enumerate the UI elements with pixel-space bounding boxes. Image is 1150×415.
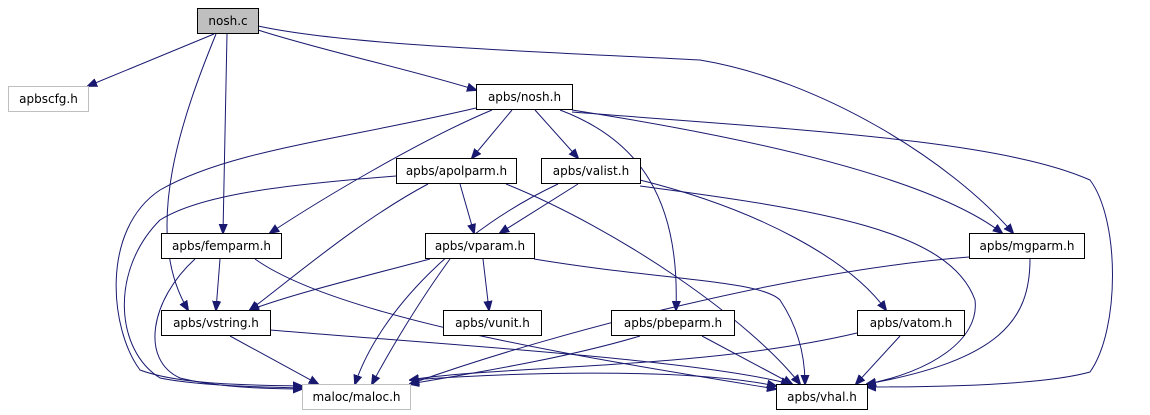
edge-vparam-to-maloc xyxy=(372,258,451,384)
node-label: apbs/vstring.h xyxy=(173,316,259,330)
edge-nosh_c-to-vstring xyxy=(166,33,217,310)
edge-nosh_h-to-femparm xyxy=(270,109,493,233)
edge-vstring-to-maloc xyxy=(229,335,318,384)
edge-valist-to-vatom xyxy=(639,179,886,310)
edge-valist-to-vhal xyxy=(639,185,976,384)
node-box xyxy=(396,158,517,184)
node-label: apbs/femparm.h xyxy=(172,239,271,253)
edge-femparm-to-maloc xyxy=(154,258,302,389)
edge-femparm-to-vstring xyxy=(216,258,220,310)
node-label: apbs/vparam.h xyxy=(435,239,525,253)
node-label: apbs/valist.h xyxy=(553,164,629,178)
node-box xyxy=(476,84,573,110)
node-nosh-c[interactable]: nosh.c xyxy=(197,8,259,34)
edge-mgparm-to-vhal xyxy=(867,258,1031,384)
node-label: apbs/nosh.h xyxy=(488,90,561,104)
node-vstring[interactable]: apbs/vstring.h xyxy=(161,310,271,336)
node-box xyxy=(197,8,259,34)
edge-mgparm-to-maloc xyxy=(410,256,970,384)
node-box xyxy=(857,310,965,336)
node-vhal[interactable]: apbs/vhal.h xyxy=(776,384,868,410)
edge-nosh_h-to-pbeparm xyxy=(559,109,676,310)
edge-pbeparm-to-vhal xyxy=(701,335,792,384)
node-box xyxy=(161,233,282,259)
edge-pbeparm-to-maloc xyxy=(410,335,641,384)
node-box xyxy=(611,310,735,336)
edge-nosh_c-to-mgparm xyxy=(257,25,1013,233)
node-box xyxy=(776,384,868,410)
node-mgparm[interactable]: apbs/mgparm.h xyxy=(969,233,1085,259)
edge-nosh_h-to-apolparm xyxy=(472,109,513,158)
edge-nosh_h-to-valist xyxy=(534,109,578,158)
node-vparam[interactable]: apbs/vparam.h xyxy=(425,233,535,259)
node-apolparm[interactable]: apbs/apolparm.h xyxy=(396,158,517,184)
edge-vparam-to-vhal xyxy=(533,258,805,384)
node-label: apbscfg.h xyxy=(19,92,78,106)
edge-nosh_c-to-apbscfg xyxy=(88,33,215,86)
edge-maloc-to-vhal xyxy=(409,372,776,386)
node-femparm[interactable]: apbs/femparm.h xyxy=(161,233,282,259)
node-box xyxy=(161,310,271,336)
edge-nosh_h-to-mgparm xyxy=(571,109,1002,233)
node-maloc[interactable]: maloc/maloc.h xyxy=(302,384,411,410)
node-box xyxy=(969,233,1085,259)
edge-nosh_c-to-nosh_h xyxy=(257,29,476,90)
node-label: nosh.c xyxy=(208,14,247,28)
edge-vatom-to-vhal xyxy=(856,335,901,384)
node-pbeparm[interactable]: apbs/pbeparm.h xyxy=(611,310,735,336)
node-box xyxy=(8,86,89,112)
edge-vstring-to-vhal xyxy=(269,329,790,384)
edge-apolparm-to-vstring xyxy=(250,183,429,310)
edge-nosh_c-to-femparm xyxy=(223,33,227,233)
node-vatom[interactable]: apbs/vatom.h xyxy=(857,310,965,336)
node-apbscfg[interactable]: apbscfg.h xyxy=(8,86,89,112)
node-label: apbs/vatom.h xyxy=(870,316,953,330)
node-nosh-h[interactable]: apbs/nosh.h xyxy=(476,84,573,110)
edge-vparam-to-vstring xyxy=(250,258,431,310)
node-label: apbs/apolparm.h xyxy=(406,164,507,178)
edge-apolparm-to-maloc xyxy=(123,175,397,388)
edge-nosh_h-to-vhal xyxy=(571,111,1113,387)
node-box xyxy=(541,158,641,184)
node-box xyxy=(302,384,411,410)
node-label: apbs/vhal.h xyxy=(787,390,857,404)
edge-apolparm-to-vhal xyxy=(505,183,800,384)
node-label: apbs/pbeparm.h xyxy=(624,316,722,330)
node-label: maloc/maloc.h xyxy=(312,390,400,404)
node-valist[interactable]: apbs/valist.h xyxy=(541,158,641,184)
node-label: apbs/mgparm.h xyxy=(980,239,1075,253)
edge-valist-to-maloc xyxy=(355,183,559,384)
node-vunit[interactable]: apbs/vunit.h xyxy=(443,310,542,336)
edge-vparam-to-vunit xyxy=(482,258,489,310)
node-label: apbs/vunit.h xyxy=(455,316,530,330)
edge-valist-to-vparam xyxy=(500,183,579,233)
edge-apolparm-to-vparam xyxy=(459,183,474,233)
node-box xyxy=(443,310,542,336)
edge-vatom-to-maloc xyxy=(410,332,858,380)
node-box xyxy=(425,233,535,259)
